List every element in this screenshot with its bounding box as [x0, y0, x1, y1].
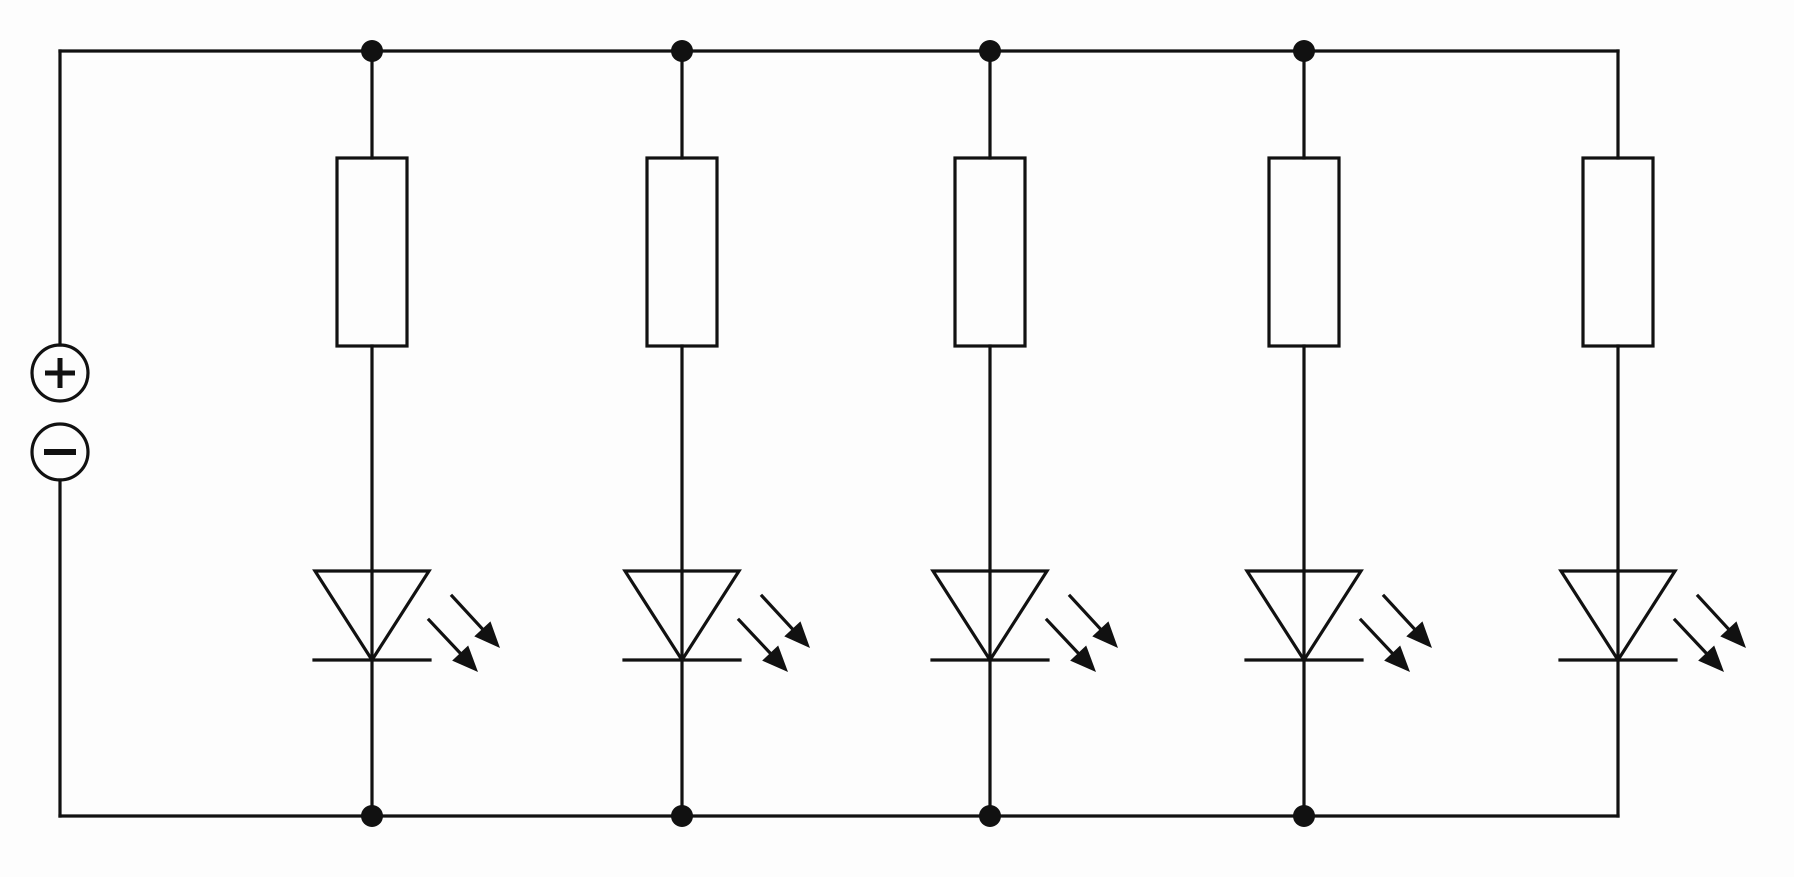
light-arrow-shaft [736, 617, 773, 656]
junction-dot-bottom [1293, 805, 1315, 827]
light-arrow-shaft [1358, 617, 1395, 656]
junction-dot-top [1293, 40, 1315, 62]
light-arrow-shaft [426, 617, 463, 656]
minus-terminal-icon [30, 422, 90, 482]
plus-terminal-icon [30, 343, 90, 403]
light-arrow-icon [452, 645, 478, 672]
light-arrow-icon [474, 621, 500, 648]
light-arrow-shaft [449, 593, 485, 632]
light-arrow-shaft [1381, 593, 1417, 632]
light-arrow-shaft [1695, 593, 1731, 632]
junction-dot-bottom [361, 805, 383, 827]
battery [30, 343, 90, 482]
branches [312, 49, 1746, 818]
branch-5 [1558, 49, 1746, 818]
junction-dot-top [671, 40, 693, 62]
junctions [361, 40, 1315, 827]
light-arrow-shaft [1672, 617, 1709, 656]
junction-dot-top [979, 40, 1001, 62]
branch-4 [1244, 49, 1432, 818]
branch-3 [930, 49, 1118, 818]
light-arrow-shaft [759, 593, 795, 632]
light-arrow-icon [1070, 645, 1096, 672]
branch-2 [622, 49, 810, 818]
light-arrow-icon [1406, 621, 1432, 648]
light-arrow-icon [1720, 621, 1746, 648]
light-arrow-shaft [1044, 617, 1081, 656]
light-arrow-shaft [1067, 593, 1103, 632]
light-arrow-icon [762, 645, 788, 672]
branch-1 [312, 49, 500, 818]
light-arrow-icon [1384, 645, 1410, 672]
junction-dot-bottom [671, 805, 693, 827]
junction-dot-bottom [979, 805, 1001, 827]
wires [58, 49, 1620, 818]
junction-dot-top [361, 40, 383, 62]
light-arrow-icon [784, 621, 810, 648]
light-arrow-icon [1698, 645, 1724, 672]
light-arrow-icon [1092, 621, 1118, 648]
